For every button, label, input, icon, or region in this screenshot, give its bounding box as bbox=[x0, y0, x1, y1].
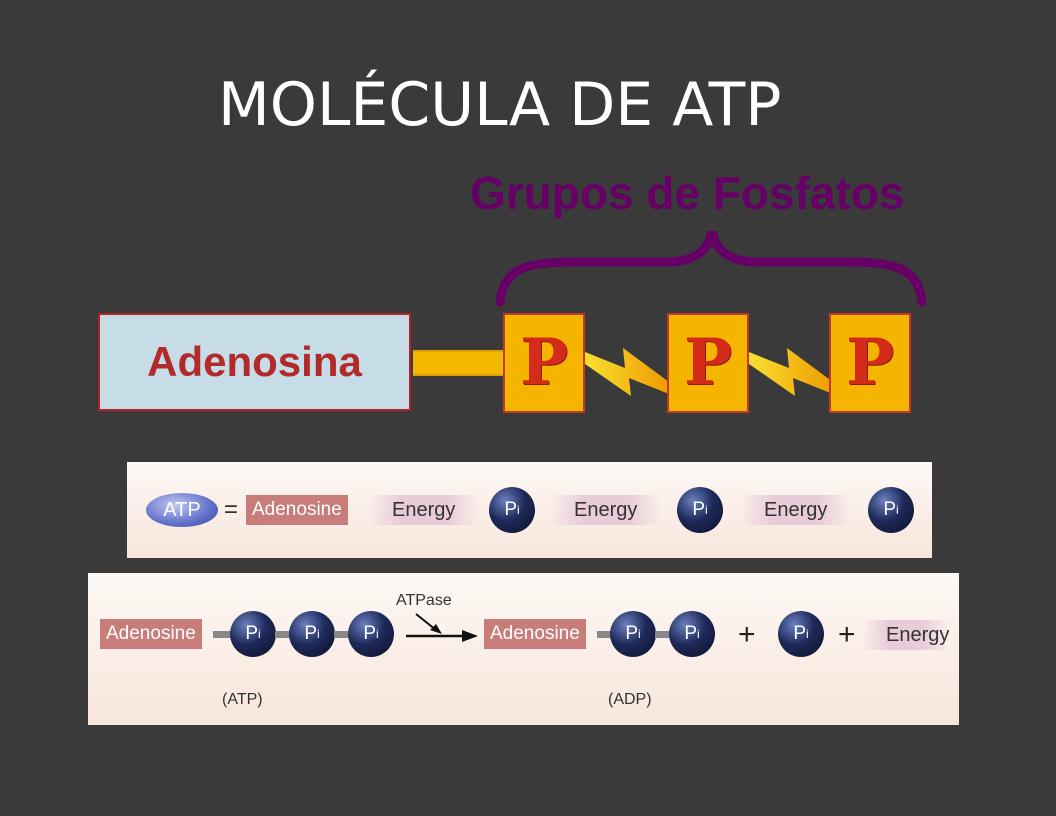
pi-base: P bbox=[692, 499, 705, 520]
bond-line bbox=[597, 631, 613, 638]
phosphate-box-2: P bbox=[667, 313, 749, 413]
plus-sign: + bbox=[838, 618, 856, 651]
pi-base: P bbox=[363, 623, 376, 644]
bond-line bbox=[213, 631, 233, 638]
adp-caption: (ADP) bbox=[608, 691, 652, 708]
adenosina-label: Adenosina bbox=[147, 338, 362, 385]
energy-label: Energy bbox=[740, 495, 852, 525]
pi-sub: i bbox=[806, 627, 809, 641]
phosphate-box-1: P bbox=[503, 313, 585, 413]
phosphate-box-3: P bbox=[829, 313, 911, 413]
pi-sub: i bbox=[697, 627, 700, 641]
atp-caption: (ATP) bbox=[222, 691, 263, 708]
bond-line bbox=[275, 631, 291, 638]
high-energy-bond-icon bbox=[749, 348, 833, 396]
pi-base: P bbox=[684, 623, 697, 644]
bond-line bbox=[334, 631, 350, 638]
pi-sub: i bbox=[517, 503, 520, 517]
high-energy-bond-icon bbox=[585, 348, 669, 396]
phosphate-letter: P bbox=[519, 325, 569, 400]
pi-base: P bbox=[883, 499, 896, 520]
phosphate-letter: P bbox=[845, 325, 895, 400]
bond-line bbox=[655, 631, 671, 638]
pi-base: P bbox=[504, 499, 517, 520]
pi-base: P bbox=[793, 623, 806, 644]
adenosine-label: Adenosine bbox=[246, 495, 348, 525]
phosphate-letter: P bbox=[683, 325, 733, 400]
adenosina-box: Adenosina bbox=[98, 313, 411, 411]
pi-sub: i bbox=[317, 627, 320, 641]
pi-sub: i bbox=[376, 627, 379, 641]
pi-base: P bbox=[304, 623, 317, 644]
slide-title: MOLÉCULA DE ATP bbox=[218, 70, 782, 140]
pi-base: P bbox=[625, 623, 638, 644]
energy-label: Energy bbox=[368, 495, 480, 525]
curly-brace bbox=[496, 230, 926, 307]
reaction-arrow-icon bbox=[406, 613, 478, 642]
atp-oval: ATP bbox=[146, 493, 218, 527]
pi-base: P bbox=[245, 623, 258, 644]
plus-sign: + bbox=[738, 618, 756, 651]
pi-sub: i bbox=[896, 503, 899, 517]
adenosine-label: Adenosine bbox=[484, 619, 586, 649]
adenosine-phosphate-bond bbox=[413, 350, 505, 376]
equals-sign: = bbox=[224, 496, 239, 523]
phosphate-groups-label: Grupos de Fosfatos bbox=[470, 167, 905, 219]
pi-sub: i bbox=[638, 627, 641, 641]
energy-label: Energy bbox=[550, 495, 662, 525]
adenosine-label: Adenosine bbox=[100, 619, 202, 649]
atpase-label: ATPase bbox=[396, 592, 452, 609]
atp-hydrolysis-panel bbox=[88, 573, 959, 725]
energy-label: Energy bbox=[862, 620, 950, 650]
pi-sub: i bbox=[258, 627, 261, 641]
pi-sub: i bbox=[705, 503, 708, 517]
